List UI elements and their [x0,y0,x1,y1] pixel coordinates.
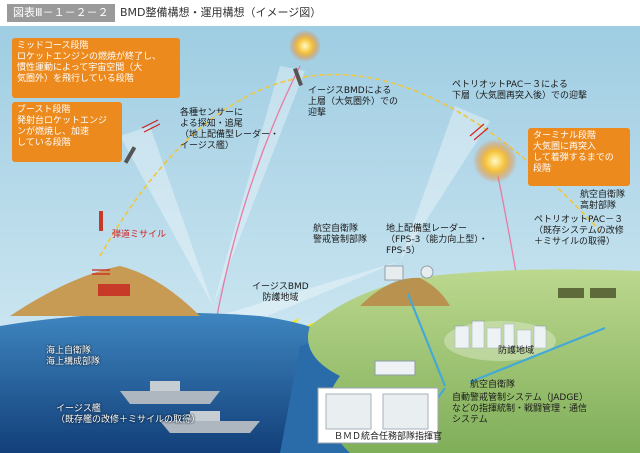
pac3-deploy-line1: ペトリオットPAC－３ [534,215,624,226]
pac3-lower-line1: ペトリオットPAC－３による [452,80,587,91]
boost-phase-line3: している段階 [17,138,117,149]
msdf-label: 海上自衛隊 海上構成部隊 [46,346,100,368]
aegis-ship-line2: （既存艦の改修＋ミサイルの取得） [56,415,200,426]
header-bar: 図表Ⅲ－１－２－２ BMD整備構想・運用構想（イメージ図） [0,0,640,27]
pac3-deploy-label: ペトリオットPAC－３ （既存システムの改修 ＋ミサイルの取得） [534,215,624,248]
aegis-upper-line3: 迎撃 [308,108,398,119]
pac3-deploy-line3: ＋ミサイルの取得） [534,237,624,248]
aegis-upper-intercept-label: イージスBMDによる 上層（大気圏外）での 迎撃 [308,86,398,119]
asdf-jadge-title: 航空自衛隊 [470,380,515,391]
asdf-aa-line2: 高射部隊 [580,201,625,212]
sensors-line4: イージス艦） [180,141,279,152]
ground-radar-label: 地上配備型レーダー （FPS-3（能力向上型）・ FPS-5） [386,224,488,257]
asdf-air-defense-label: 航空自衛隊 高射部隊 [580,190,625,212]
upper-intercept-blast [289,30,321,62]
asdf-warning-line1: 航空自衛隊 [313,224,367,235]
aegis-upper-line1: イージスBMDによる [308,86,398,97]
ground-radar-line2: （FPS-3（能力向上型）・ [386,235,488,246]
midcourse-phase-title: ミッドコース段階 [17,41,175,52]
boost-phase-title: ブースト段階 [17,105,117,116]
boost-phase-line2: ンが燃焼し、加速 [17,127,117,138]
lower-intercept-blast [473,139,517,183]
terminal-phase-line2: して着弾するまでの [533,153,625,164]
figure-title: BMD整備構想・運用構想（イメージ図） [120,5,321,21]
terminal-phase-box: ターミナル段階 大気圏に再突入 して着弾するまでの 段階 [528,128,630,186]
figure-number: 図表Ⅲ－１－２－２ [7,4,115,22]
pac3-lower-line2: 下層（大気圏再突入後）での迎撃 [452,91,587,102]
pac3-lower-intercept-label: ペトリオットPAC－３による 下層（大気圏再突入後）での迎撃 [452,80,587,102]
missile-launcher [98,284,130,296]
ballistic-missile-label: 弾道ミサイル [112,230,166,241]
midcourse-phase-line2: 慣性運動によって宇宙空間（大 [17,63,175,74]
pac3-deploy-line2: （既存システムの改修 [534,226,624,237]
aegis-defense-area-line2: 防護地域 [252,293,309,304]
ground-radar-line3: FPS-5） [386,246,488,257]
bmd-hq-label: ＢＭＤ統合任務部隊指揮官 [334,432,442,443]
terminal-phase-title: ターミナル段階 [533,131,625,142]
hq-room-right [383,394,428,429]
aegis-upper-line2: 上層（大気圏外）での [308,97,398,108]
jadge-line3: システム [452,415,588,426]
ground-radar-line1: 地上配備型レーダー [386,224,488,235]
command-building [375,361,415,375]
aegis-ship-line1: イージス艦 [56,404,200,415]
hq-room-left [326,394,371,429]
midcourse-phase-line1: ロケットエンジンの燃焼が終了し、 [17,52,175,63]
terminal-phase-line3: 段階 [533,164,625,175]
asdf-aa-line1: 航空自衛隊 [580,190,625,201]
aegis-defense-area-label: イージスBMD 防護地域 [252,282,309,304]
asdf-warning-label: 航空自衛隊 警戒管制部隊 [313,224,367,246]
sensors-line3: （地上配備型レーダー・ [180,130,279,141]
aegis-defense-area-line1: イージスBMD [252,282,309,293]
boost-phase-line1: 発射台ロケットエンジ [17,116,117,127]
jadge-line1: 自動警戒管制システム（JADGE） [452,393,588,404]
sensors-line1: 各種センサーに [180,108,279,119]
jadge-label: 自動警戒管制システム（JADGE） などの指揮統制・戦闘管理・通信 システム [452,393,588,426]
msdf-line1: 海上自衛隊 [46,346,100,357]
asdf-warning-line2: 警戒管制部隊 [313,235,367,246]
aegis-ship-label: イージス艦 （既存艦の改修＋ミサイルの取得） [56,404,200,426]
sensors-line2: よる探知・追尾 [180,119,279,130]
defense-area-label: 防護地域 [498,346,534,357]
radar-dome [421,266,433,278]
missile-boost-icon [99,211,103,231]
jadge-line2: などの指揮統制・戦闘管理・通信 [452,404,588,415]
terminal-phase-line1: 大気圏に再突入 [533,142,625,153]
midcourse-phase-line3: 気圏外）を飛行している段階 [17,74,175,85]
boost-phase-box: ブースト段階 発射台ロケットエンジ ンが燃焼し、加速 している段階 [12,102,122,162]
sensors-label: 各種センサーに よる探知・追尾 （地上配備型レーダー・ イージス艦） [180,108,279,152]
midcourse-phase-box: ミッドコース段階 ロケットエンジンの燃焼が終了し、 慣性運動によって宇宙空間（大… [12,38,180,98]
radar-building [385,266,403,280]
msdf-line2: 海上構成部隊 [46,357,100,368]
